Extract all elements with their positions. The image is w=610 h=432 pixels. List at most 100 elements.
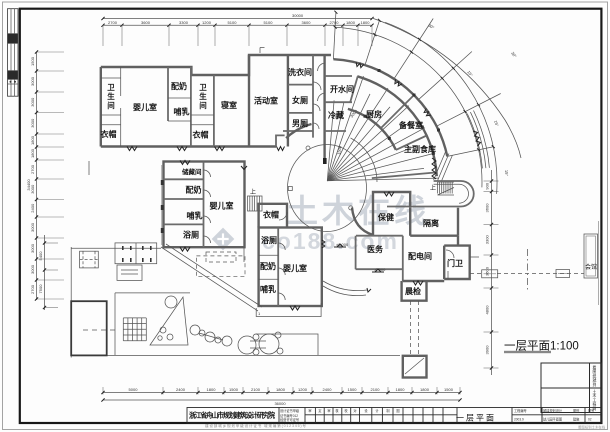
svg-text:男厕: 男厕 (292, 119, 308, 128)
svg-text:1800: 1800 (207, 387, 217, 392)
svg-text:审: 审 (308, 408, 311, 413)
svg-text:1800: 1800 (276, 387, 286, 392)
svg-text:1500: 1500 (336, 145, 343, 155)
svg-text:木: 木 (593, 393, 597, 398)
svg-text:哺乳: 哺乳 (187, 211, 203, 221)
svg-text:30000: 30000 (292, 13, 304, 18)
svg-text:图: 图 (396, 409, 399, 413)
svg-text:3600: 3600 (302, 20, 312, 25)
svg-text:2700: 2700 (30, 284, 35, 294)
svg-text:制: 制 (386, 408, 389, 413)
svg-text:5000: 5000 (129, 387, 139, 392)
svg-text:3000: 3000 (30, 97, 35, 107)
svg-text:3000: 3000 (30, 184, 35, 194)
svg-text:核: 核 (335, 408, 339, 413)
svg-text:图号: 图号 (588, 408, 594, 413)
svg-text:婴儿室: 婴儿室 (210, 201, 234, 211)
svg-text:±0.000: ±0.000 (336, 242, 349, 247)
svg-text:02: 02 (588, 418, 592, 422)
svg-text:备餐室: 备餐室 (398, 120, 423, 130)
svg-text:1800: 1800 (361, 20, 371, 25)
svg-text:2700: 2700 (30, 164, 35, 174)
svg-text:保健: 保健 (377, 212, 394, 222)
svg-text:2100: 2100 (251, 387, 261, 392)
svg-text:土: 土 (593, 389, 597, 394)
svg-text:图别: 图别 (573, 408, 579, 413)
svg-text:生: 生 (199, 91, 207, 101)
svg-text:配奶: 配奶 (171, 81, 187, 91)
svg-text:证书编号012: 证书编号012 (280, 413, 298, 418)
svg-text:对: 对 (353, 408, 357, 413)
svg-text:会馆: 会馆 (585, 263, 597, 271)
svg-text:间: 间 (199, 100, 207, 110)
svg-text:5400: 5400 (38, 251, 43, 261)
svg-text:3000: 3000 (30, 243, 35, 253)
svg-text:1800: 1800 (420, 387, 430, 392)
svg-text:15°: 15° (504, 170, 509, 177)
svg-text:生: 生 (107, 91, 115, 101)
svg-text:3000: 3000 (30, 222, 35, 232)
svg-text:厨房: 厨房 (366, 109, 382, 119)
svg-text:3000: 3000 (30, 118, 35, 128)
svg-text:1800: 1800 (396, 387, 406, 392)
svg-text:卫: 卫 (107, 83, 115, 92)
svg-text:配奶: 配奶 (186, 185, 202, 195)
svg-text:1800: 1800 (30, 135, 35, 145)
svg-text:配奶: 配奶 (260, 261, 276, 271)
svg-text:网: 网 (593, 407, 597, 411)
svg-text:浴厕: 浴厕 (261, 235, 277, 245)
svg-text:3000: 3000 (349, 108, 359, 119)
svg-text:co188.com: co188.com (262, 228, 399, 254)
svg-text:哺乳: 哺乳 (174, 107, 190, 117)
svg-text:工程编号: 工程编号 (514, 408, 527, 413)
svg-text:到: 到 (593, 382, 597, 387)
svg-text:3000: 3000 (30, 264, 35, 274)
svg-text:1500: 1500 (229, 387, 239, 392)
svg-text:洗衣间: 洗衣间 (288, 67, 312, 77)
svg-text:婴儿室: 婴儿室 (133, 102, 157, 112)
svg-text:校: 校 (344, 408, 348, 413)
svg-text:女厕: 女厕 (292, 95, 308, 105)
svg-text:一层平面: 一层平面 (456, 413, 496, 422)
svg-text:审: 审 (327, 408, 330, 413)
svg-text:上: 上 (430, 184, 436, 192)
svg-text:3300: 3300 (485, 235, 490, 245)
svg-text:活动室: 活动室 (254, 96, 278, 106)
svg-text:15°: 15° (466, 70, 474, 78)
svg-text:7500: 7500 (38, 284, 43, 294)
svg-text:门卫: 门卫 (447, 258, 463, 268)
svg-text:3600: 3600 (141, 20, 151, 25)
svg-text:1500: 1500 (30, 56, 35, 66)
svg-text:3600: 3600 (485, 203, 490, 213)
svg-text:纸: 纸 (593, 373, 597, 378)
svg-text:1200: 1200 (202, 20, 212, 25)
svg-text:设: 设 (364, 408, 368, 413)
svg-text:计: 计 (375, 408, 379, 413)
svg-text:30°: 30° (510, 51, 518, 59)
svg-text:2400: 2400 (176, 387, 186, 392)
svg-text:定: 定 (318, 408, 322, 413)
svg-text:开水间: 开水间 (330, 84, 354, 94)
svg-text:主副食库: 主副食库 (404, 144, 436, 154)
svg-text:隔离: 隔离 (423, 218, 439, 228)
svg-text:婴儿室: 婴儿室 (283, 263, 307, 273)
svg-text:衣帽: 衣帽 (193, 130, 209, 140)
svg-text:建施: 建施 (573, 417, 580, 422)
svg-text:36000: 36000 (274, 401, 286, 406)
svg-text:衣帽: 衣帽 (101, 129, 117, 139)
svg-text:1800: 1800 (346, 20, 356, 25)
svg-text:2700: 2700 (330, 20, 340, 25)
svg-text:3300: 3300 (179, 20, 189, 25)
svg-text:设计证书甲级: 设计证书甲级 (280, 408, 300, 413)
svg-text:30°: 30° (427, 23, 435, 31)
svg-text:就: 就 (593, 378, 597, 383)
svg-text:经营许可证号: 经营许可证号 (280, 417, 299, 422)
svg-text:衣帽: 衣帽 (263, 210, 279, 220)
svg-text:晨检: 晨检 (405, 286, 421, 296)
svg-text:寝室: 寝室 (220, 100, 237, 110)
svg-text:3600: 3600 (485, 266, 490, 276)
svg-text:间: 间 (107, 100, 115, 110)
svg-text:-0.300: -0.300 (374, 267, 386, 272)
svg-text:图: 图 (593, 370, 597, 374)
svg-text:34400: 34400 (26, 179, 31, 191)
